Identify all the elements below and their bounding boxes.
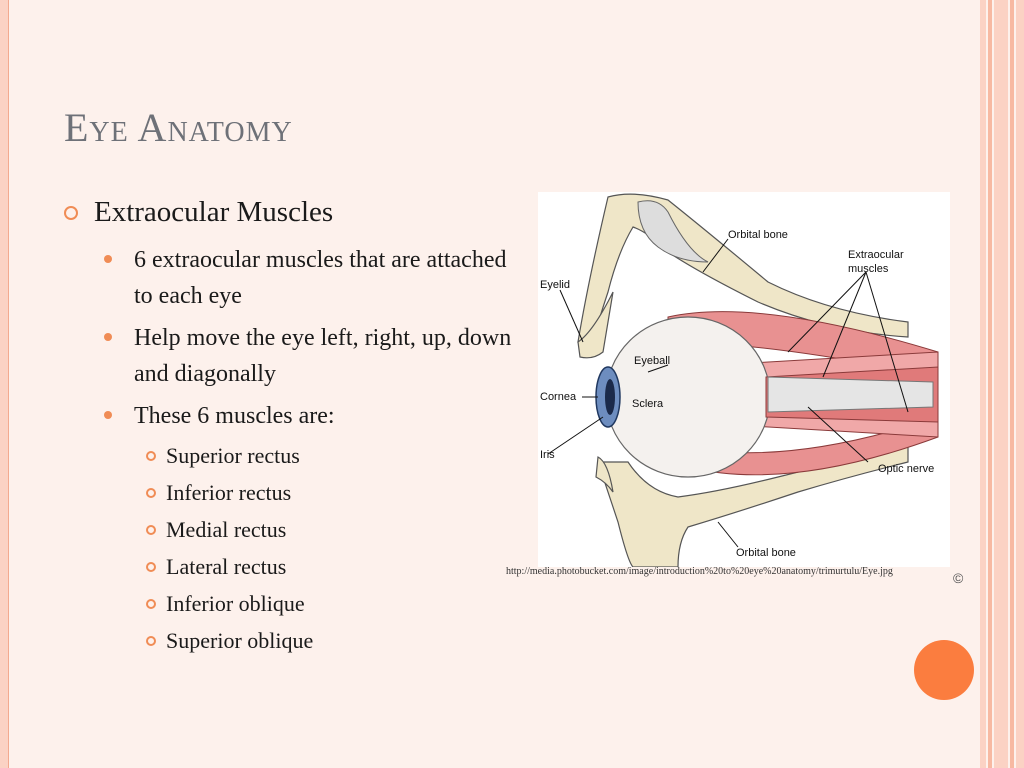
muscle-item: Medial rectus xyxy=(146,517,286,543)
sub-bullet-1: 6 extraocular muscles that are attached … xyxy=(104,242,534,314)
muscle-name: Inferior oblique xyxy=(166,591,305,616)
label-cornea: Cornea xyxy=(540,391,577,403)
main-bullet-text: Extraocular Muscles xyxy=(94,196,334,228)
main-bullet: Extraocular Muscles xyxy=(64,196,333,229)
bullet-dot-icon xyxy=(104,255,112,263)
sub-bullet-2: Help move the eye left, right, up, down … xyxy=(104,320,534,392)
bullet-ring-icon xyxy=(146,451,156,461)
eye-anatomy-diagram: Orbital bone Extraocular muscles Eyelid … xyxy=(538,192,950,567)
eyelid-bottom-shape xyxy=(595,456,614,493)
sub-bullet-text: Help move the eye left, right, up, down … xyxy=(134,325,512,387)
muscle-name: Superior rectus xyxy=(166,443,300,468)
label-orbital-bone-top: Orbital bone xyxy=(728,229,788,241)
bullet-dot-icon xyxy=(104,411,112,419)
eyeball-shape xyxy=(605,316,771,478)
bullet-ring-icon xyxy=(146,525,156,535)
sub-bullet-text: These 6 muscles are: xyxy=(134,403,335,429)
muscle-item: Lateral rectus xyxy=(146,554,286,580)
label-sclera: Sclera xyxy=(632,398,664,410)
muscle-item: Inferior rectus xyxy=(146,480,291,506)
bullet-ring-icon xyxy=(146,636,156,646)
bullet-ring-icon xyxy=(146,488,156,498)
label-eyelid: Eyelid xyxy=(540,279,570,291)
bullet-ring-icon xyxy=(146,562,156,572)
label-optic-nerve: Optic nerve xyxy=(878,463,934,475)
bullet-ring-icon xyxy=(146,599,156,609)
eyelid-top-shape xyxy=(577,291,614,359)
sinus-cavity-shape xyxy=(637,200,709,263)
muscle-name: Inferior rectus xyxy=(166,480,292,505)
right-border-decoration xyxy=(980,0,1024,768)
muscle-item: Superior oblique xyxy=(146,628,313,654)
left-border-decoration xyxy=(0,0,9,768)
label-muscles: muscles xyxy=(848,263,889,275)
copyright-icon: © xyxy=(953,570,964,586)
label-eyeball: Eyeball xyxy=(634,355,670,367)
muscle-item: Superior rectus xyxy=(146,443,300,469)
slide-title: Eye Anatomy xyxy=(64,105,293,150)
label-iris: Iris xyxy=(540,449,555,461)
leader-lines xyxy=(547,238,909,548)
bullet-dot-icon xyxy=(104,333,112,341)
pupil-shape xyxy=(605,379,615,415)
muscle-name: Lateral rectus xyxy=(166,554,287,579)
label-extraocular: Extraocular xyxy=(848,249,904,261)
orbital-bone-bottom-shape xyxy=(597,446,909,567)
optic-nerve-shape xyxy=(767,376,934,413)
diagram-labels: Orbital bone Extraocular muscles Eyelid … xyxy=(540,229,934,559)
sub-bullet-text: 6 extraocular muscles that are attached … xyxy=(134,247,507,309)
bullet-ring-icon xyxy=(64,205,78,220)
label-orbital-bone-bottom: Orbital bone xyxy=(736,547,796,559)
muscle-name: Superior oblique xyxy=(166,628,314,653)
muscle-name: Medial rectus xyxy=(166,517,287,542)
sub-bullet-3: These 6 muscles are: xyxy=(104,398,534,434)
decorative-circle xyxy=(914,640,974,700)
image-credit: http://media.photobucket.com/image/intro… xyxy=(506,566,893,577)
muscle-item: Inferior oblique xyxy=(146,591,305,617)
